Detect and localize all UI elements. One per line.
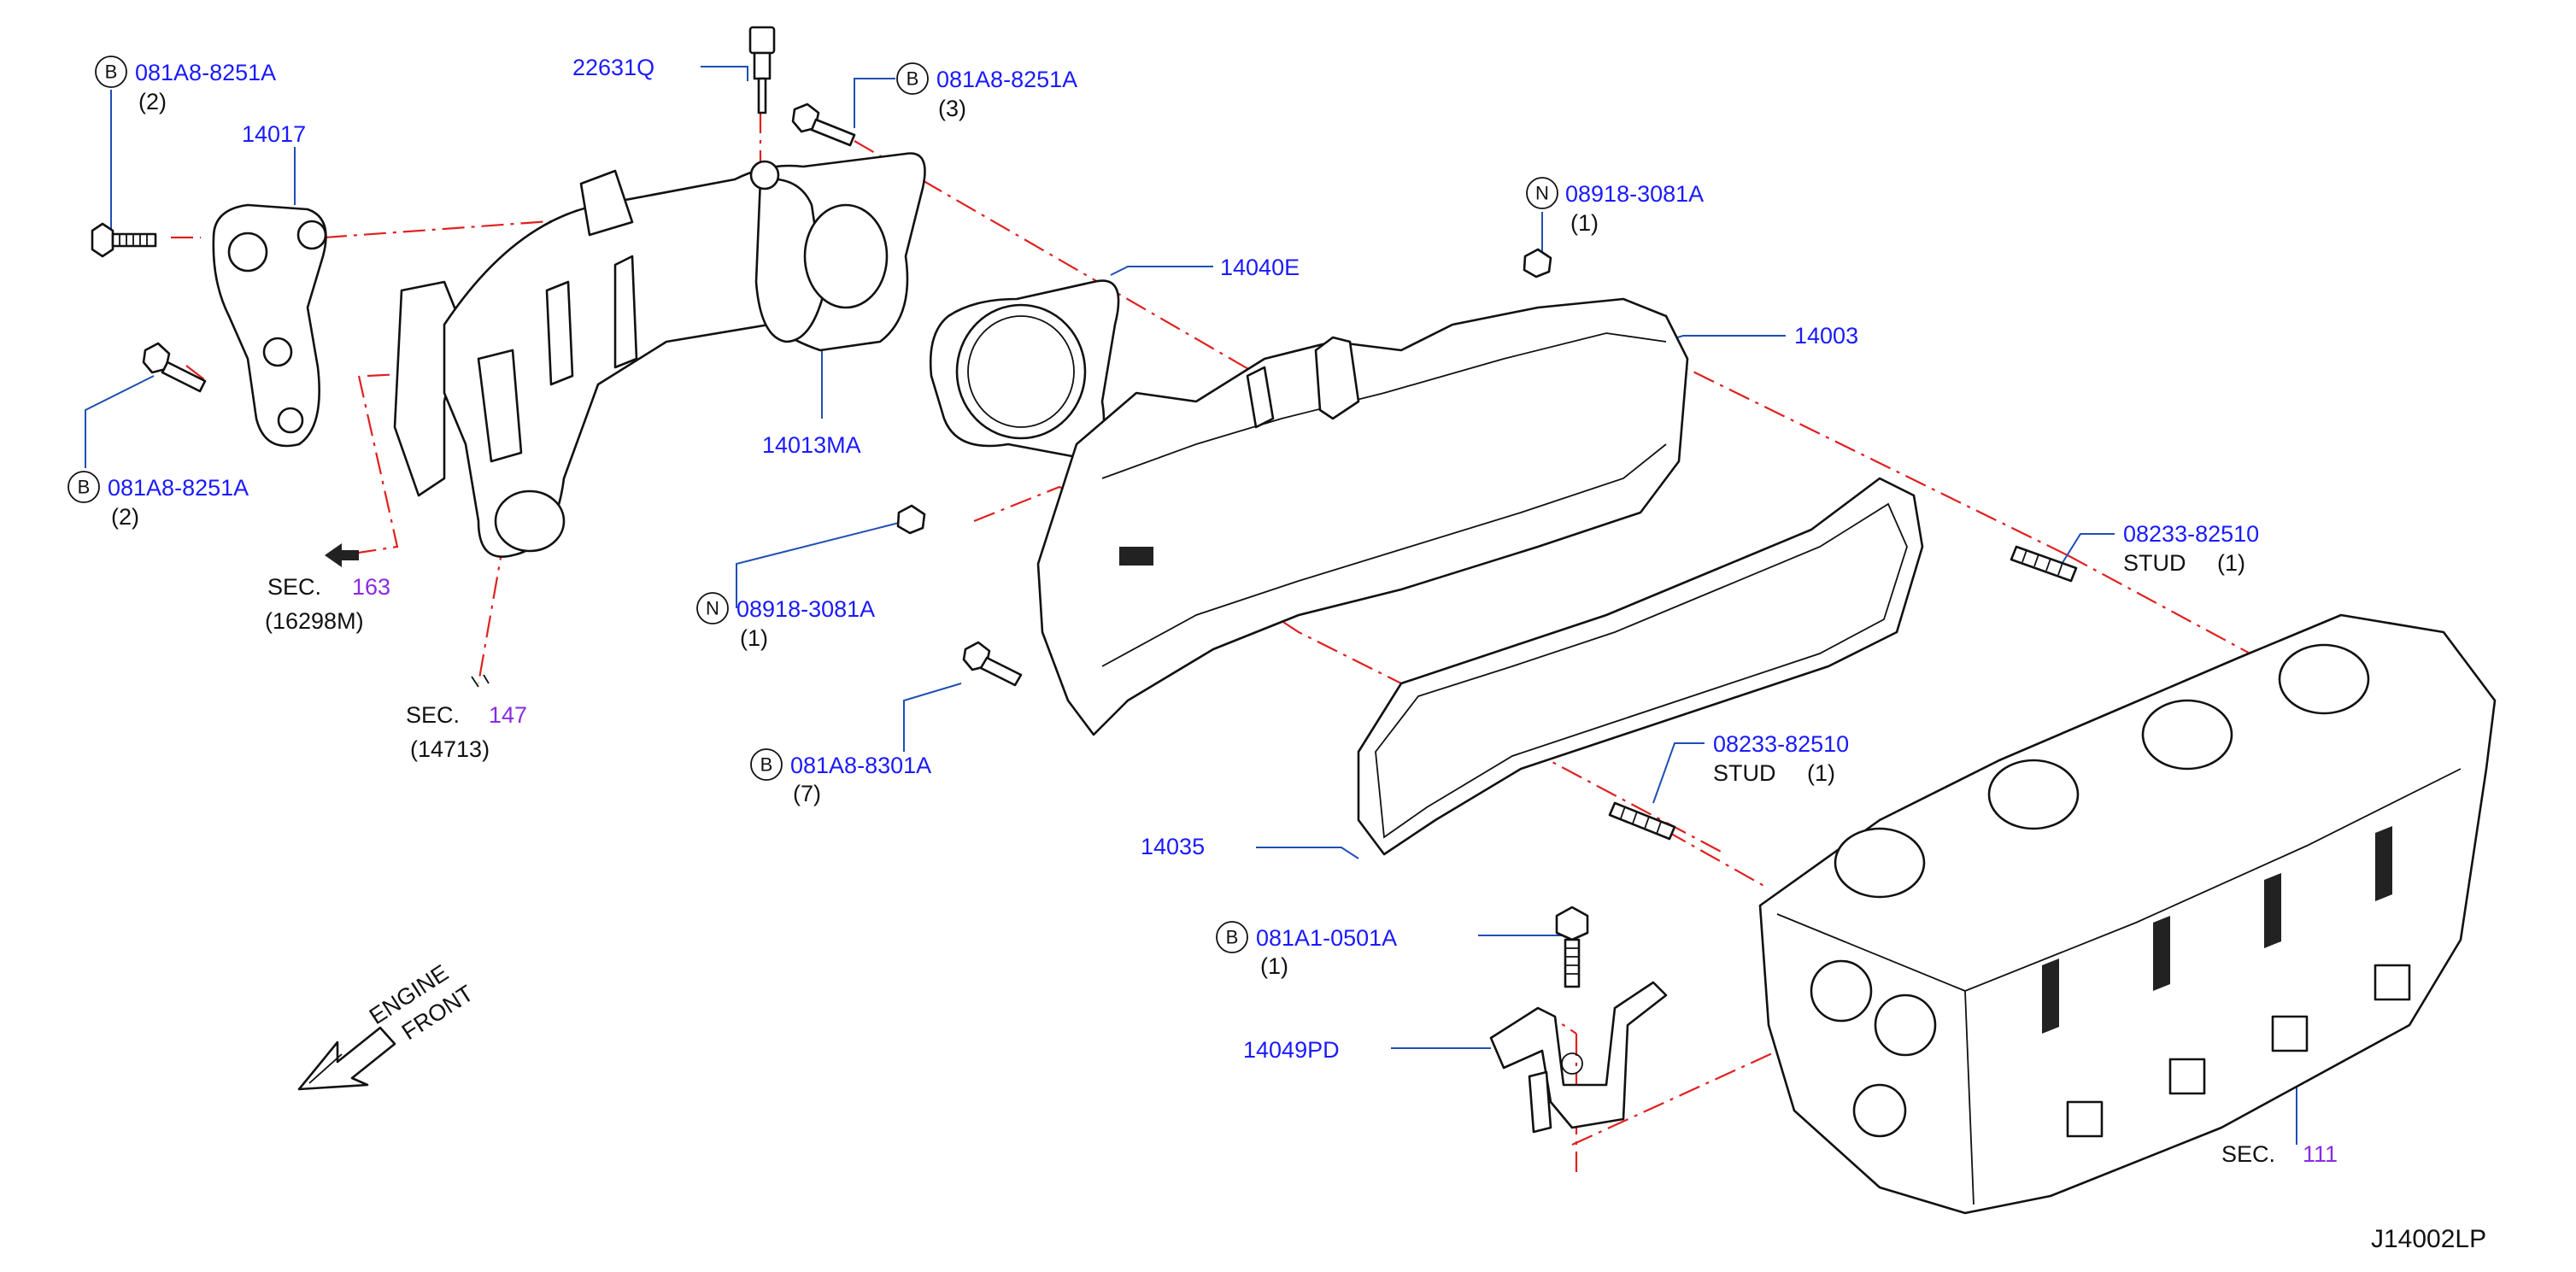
section-sub: (16298M) [265, 608, 364, 634]
part-quantity: (1) [2217, 550, 2245, 576]
part-number-14013ma: 14013MA [762, 432, 861, 458]
callout-bolt-left-mid: B 081A8-8251A (2) [67, 471, 249, 530]
sec163-arrow-icon [325, 543, 359, 567]
part-number-14049pd: 14049PD [1243, 1037, 1340, 1063]
part-number-14035: 14035 [1141, 834, 1205, 859]
callout-bolt-mid: B 081A8-8301A (7) [750, 748, 931, 806]
part-quantity: (2) [138, 89, 167, 114]
nut-icon [896, 504, 926, 535]
gasket-14040e-part [929, 279, 1120, 459]
callout-marker [1216, 921, 1248, 953]
bolt-icon [91, 222, 157, 258]
callout-marker-letter: B [760, 754, 773, 776]
callout-bolt-top-left: B 081A8-8251A (2) [95, 56, 276, 114]
callout-marker-letter: N [706, 598, 719, 619]
part-number: 081A8-8251A [135, 60, 276, 85]
manifold-14003-part [1036, 297, 1689, 736]
section-label: SEC. [2221, 1141, 2275, 1167]
section-label: SEC. [406, 702, 460, 728]
engine-front-arrow-icon [297, 1026, 396, 1091]
part-quantity: (1) [1807, 760, 1835, 786]
callout-marker [67, 471, 100, 503]
part-quantity: (1) [740, 625, 768, 651]
bracket-14017-part [212, 203, 327, 448]
part-description: STUD [2123, 550, 2186, 576]
callout-nut-right: N 08918-3081A (1) [1526, 177, 1704, 236]
part-number: 08233-82510 [1713, 731, 1849, 757]
part-number: 08918-3081A [736, 596, 875, 622]
callout-marker-letter: N [1535, 183, 1549, 204]
part-quantity: (7) [793, 781, 821, 806]
part-number-22631q: 22631Q [572, 55, 654, 80]
callout-marker [750, 748, 783, 781]
section-sub: (14713) [410, 736, 490, 762]
diagram-id: J14002LP [2371, 1225, 2486, 1253]
sensor-22631q-part [748, 26, 776, 114]
section-ref-147: SEC. 147 (14713) [406, 702, 527, 762]
callout-bolt-top-mid: B 081A8-8251A (3) [896, 62, 1077, 121]
nut-icon [1523, 248, 1552, 278]
bracket-14049pd-part [1489, 981, 1668, 1134]
part-quantity: (3) [938, 96, 966, 121]
bolt-icon [1555, 906, 1589, 988]
part-number: 08233-82510 [2123, 521, 2259, 547]
part-description: STUD [1713, 760, 1776, 786]
callout-marker-letter: B [1226, 927, 1239, 948]
bolt-icon [962, 641, 1023, 687]
section-ref-163: SEC. 163 (16298M) [265, 574, 390, 634]
callout-stud-right: 08233-82510 STUD (1) [2123, 521, 2259, 576]
section-label: SEC. [267, 574, 321, 600]
bolt-icon [142, 342, 207, 393]
part-number: 08918-3081A [1565, 181, 1704, 207]
cylinder-head-part [1758, 613, 2497, 1215]
exhaust-manifold-14013ma-part [393, 152, 926, 558]
callout-marker [95, 56, 127, 88]
leader-lines [85, 66, 2297, 1145]
stud-icon [2010, 545, 2078, 583]
section-number: 163 [352, 574, 390, 600]
part-number: 081A8-8251A [936, 67, 1077, 92]
callout-bolt-lower: B 081A1-0501A (1) [1216, 921, 1397, 979]
section-ref-111: SEC. 111 [2221, 1141, 2338, 1167]
part-quantity: (1) [1570, 210, 1599, 236]
callout-marker [696, 592, 729, 624]
bolt-icon [791, 103, 856, 147]
callout-marker [896, 62, 929, 95]
part-number: 081A8-8251A [108, 475, 249, 501]
part-number-14040e: 14040E [1220, 255, 1300, 280]
sec147-arrow-icon [471, 674, 490, 688]
callout-marker-letter: B [907, 68, 919, 90]
callout-marker-letter: B [105, 62, 118, 83]
part-quantity: (1) [1260, 953, 1288, 979]
part-number: 081A8-8301A [790, 753, 931, 778]
callout-nut-mid: N 08918-3081A (1) [696, 592, 875, 651]
stud-icon [1608, 801, 1676, 841]
part-quantity: (2) [111, 504, 139, 530]
gasket-14035-part [1357, 477, 1924, 856]
section-number: 147 [489, 702, 527, 728]
callout-marker [1526, 177, 1558, 209]
part-number-14003: 14003 [1794, 323, 1858, 349]
part-number-14017: 14017 [242, 121, 306, 147]
callout-marker-letter: B [78, 477, 91, 498]
part-number: 081A1-0501A [1256, 925, 1397, 951]
callout-stud-mid: 08233-82510 STUD (1) [1713, 731, 1849, 786]
section-number: 111 [2303, 1141, 2338, 1167]
